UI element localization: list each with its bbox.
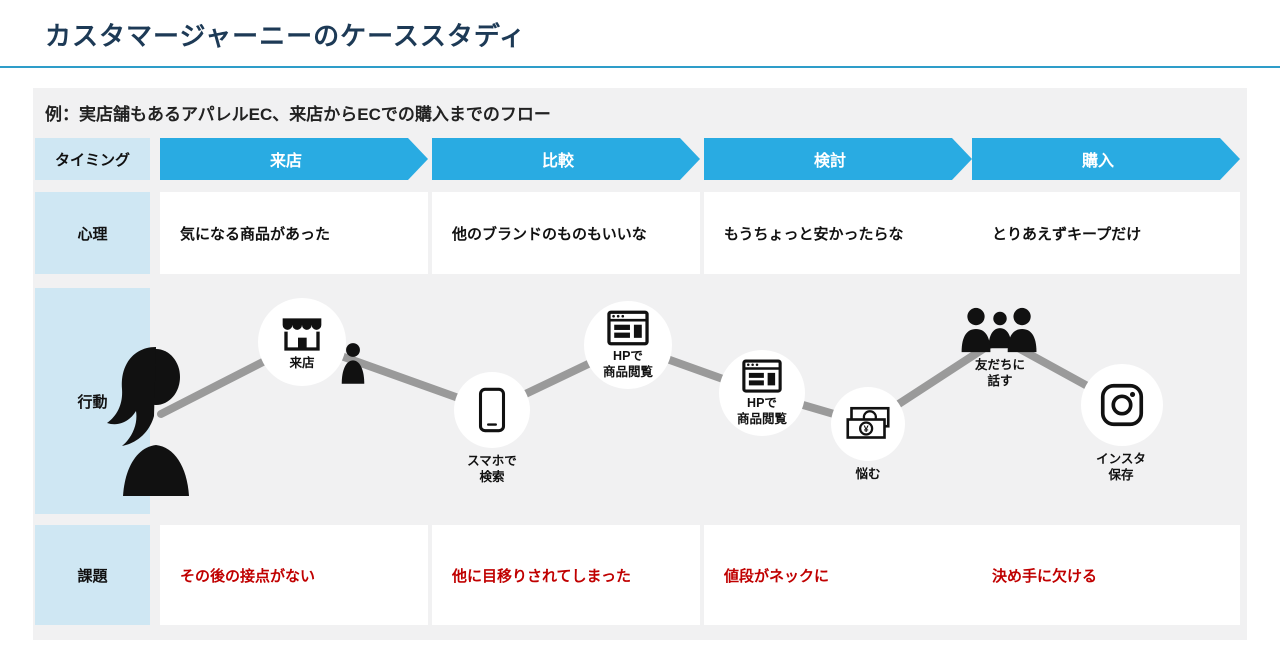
action-label: インスタ 保存 <box>1096 452 1146 482</box>
stage-arrow-purchase: 購入 <box>972 138 1240 180</box>
smartphone-icon <box>478 387 506 433</box>
person-icon <box>340 340 366 386</box>
issue-cell: 他に目移りされてしまった <box>432 525 700 625</box>
action-label: 悩む <box>855 467 881 481</box>
friends-icon <box>961 307 1037 353</box>
board-subtitle: 例：実店舗もあるアパレルEC、来店からECでの購入までのフロー <box>45 105 551 124</box>
instagram-icon <box>1100 383 1144 427</box>
action-label: スマホで 検索 <box>467 454 517 484</box>
action-label: HPで 商品閲覧 <box>736 395 787 426</box>
action-worry: ¥ <box>831 387 905 461</box>
action-browse-hp-1: HPで 商品閲覧 <box>584 301 672 389</box>
stage-arrow-compare: 比較 <box>432 138 700 180</box>
row-label-timing: タイミング <box>35 138 150 180</box>
storefront-icon <box>282 318 322 351</box>
issue-cell: 決め手に欠ける <box>972 525 1240 625</box>
issue-cell: 値段がネックに <box>704 525 972 625</box>
action-visit: 来店 <box>258 298 346 386</box>
browser-icon <box>742 359 782 393</box>
psychology-cell: 気になる商品があった <box>160 192 428 274</box>
psychology-cell: もうちょっと安かったらな <box>704 192 972 274</box>
psychology-cell: 他のブランドのものもいいな <box>432 192 700 274</box>
page-title: カスタマージャーニーのケーススタディ <box>45 21 527 51</box>
browser-icon <box>607 310 649 346</box>
action-save-instagram <box>1081 364 1163 446</box>
customer-icon <box>103 341 198 496</box>
action-label: 友だちに 話す <box>974 358 1025 388</box>
row-label-psychology: 心理 <box>35 192 150 274</box>
journey-board: 例：実店舗もあるアパレルEC、来店からECでの購入までのフロー タイミング 心理… <box>33 88 1247 640</box>
action-search-smartphone <box>454 372 530 448</box>
action-browse-hp-2: HPで 商品閲覧 <box>719 350 805 436</box>
svg-text:¥: ¥ <box>864 424 869 434</box>
action-talk-friends <box>958 306 1042 354</box>
action-label: 来店 <box>289 355 315 370</box>
issue-cell: その後の接点がない <box>160 525 428 625</box>
stage-arrow-visit: 来店 <box>160 138 428 180</box>
stage-arrow-consider: 検討 <box>704 138 972 180</box>
money-icon: ¥ <box>846 406 890 439</box>
title-divider <box>0 66 1280 68</box>
action-label: HPで 商品閲覧 <box>602 348 653 379</box>
row-label-issue: 課題 <box>35 525 150 625</box>
psychology-cell: とりあえずキープだけ <box>972 192 1240 274</box>
